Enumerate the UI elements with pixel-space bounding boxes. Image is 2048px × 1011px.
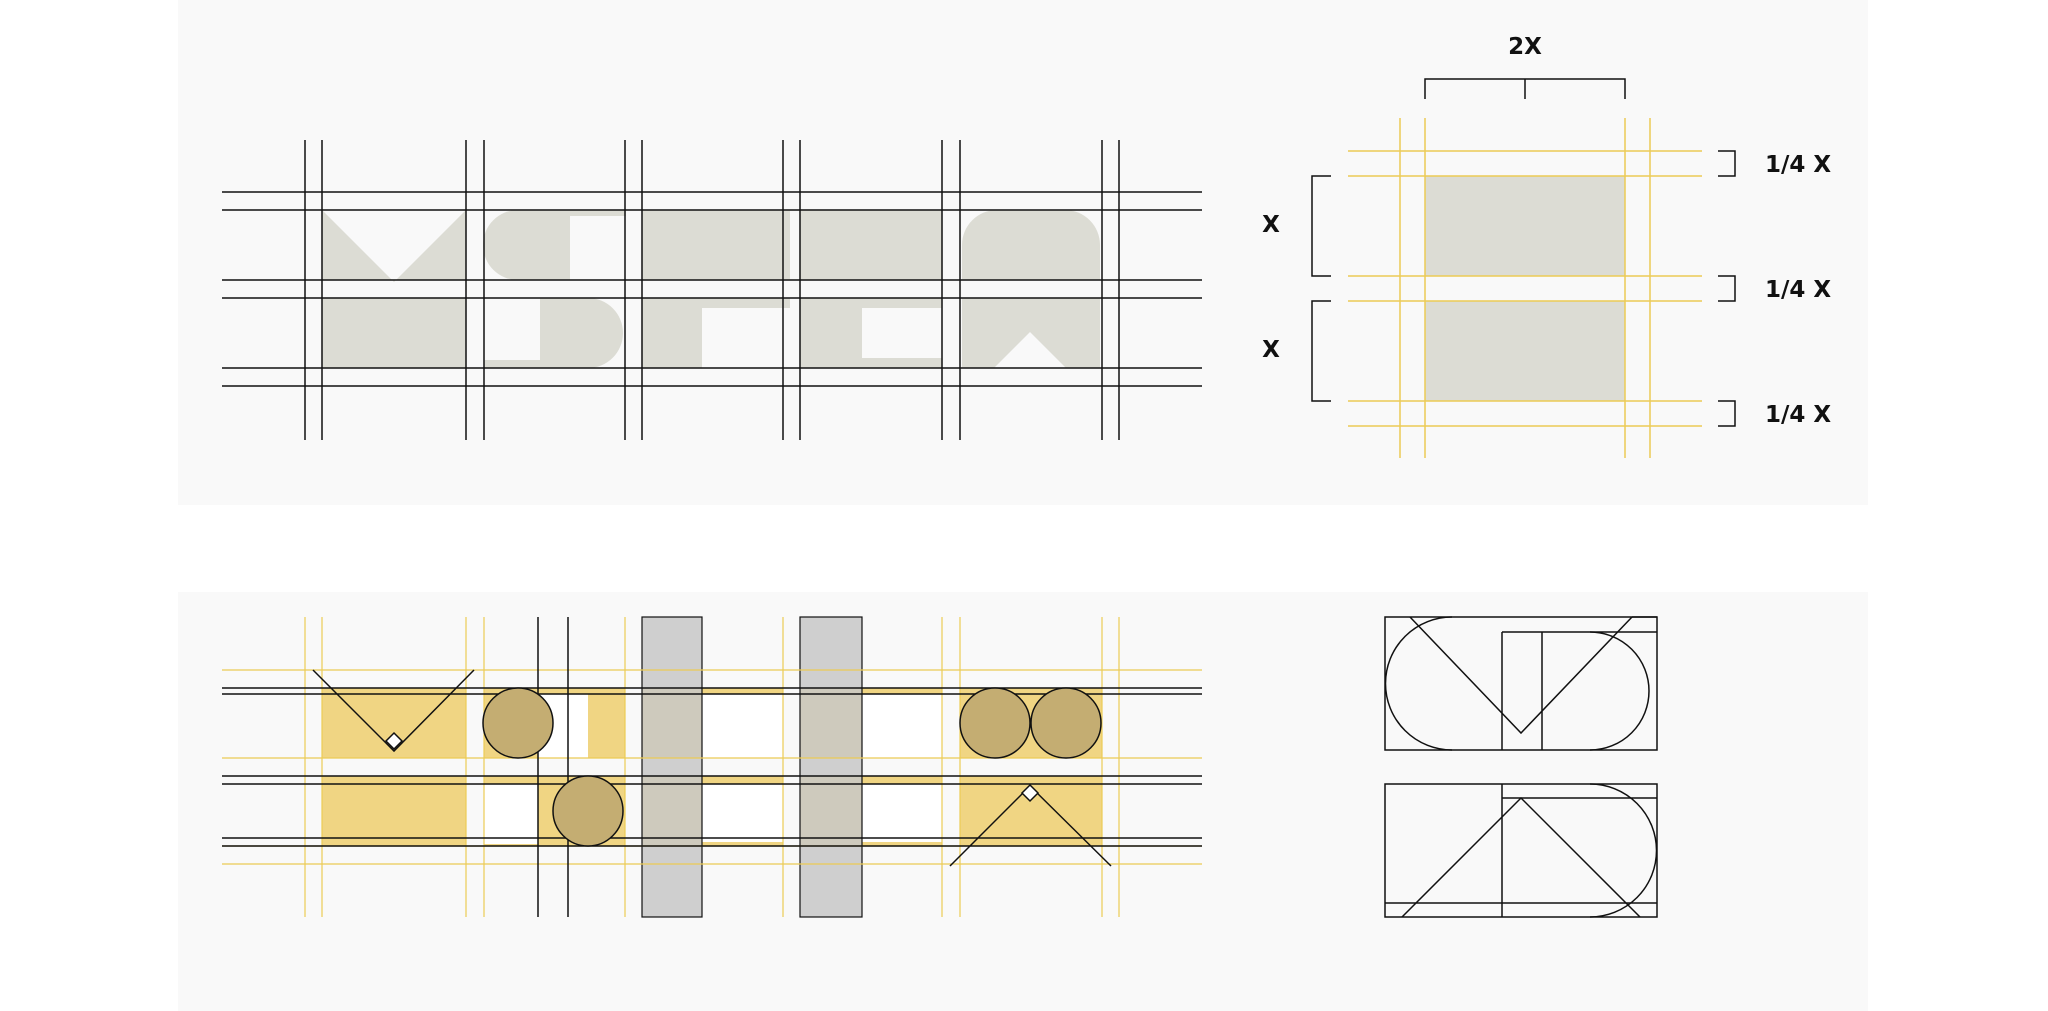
gap-bracket-top <box>1718 150 1736 177</box>
a-diamond <box>1020 783 1040 803</box>
glyph-e-bottom-left <box>800 298 862 368</box>
proportion-guides <box>1348 118 1702 458</box>
m-diamond <box>384 731 404 751</box>
glyph-e-bottom-bar <box>862 298 942 308</box>
m-chevron <box>312 669 475 753</box>
proportion-block-top <box>1425 176 1625 276</box>
height-bracket-top <box>1311 175 1331 277</box>
circle-a-left <box>959 687 1031 759</box>
grid-lines-horizontal <box>222 191 1202 387</box>
gap-bracket-middle <box>1718 275 1736 302</box>
glyph-m <box>322 210 466 282</box>
glyph-t-top <box>642 210 790 280</box>
height-label-top: X <box>1262 212 1280 238</box>
construction-diagonals <box>312 669 1112 867</box>
glyph-e-bottom-base <box>862 358 942 368</box>
monogram-top <box>1384 616 1658 751</box>
circle-s-top <box>482 687 554 759</box>
construction-detail <box>222 616 1202 918</box>
height-label-bottom: X <box>1262 337 1280 363</box>
glyph-s-top <box>483 210 570 280</box>
proportion-diagram: 2X X X 1/4 X 1/4 X 1/4 X <box>1262 34 1831 458</box>
monogram-bottom <box>1384 783 1658 918</box>
construction-columns <box>641 616 863 918</box>
circle-a-right <box>1030 687 1102 759</box>
gap-label-top: 1/4 X <box>1765 152 1831 178</box>
glyph-t-right <box>702 298 790 308</box>
grid-lines-vertical <box>304 140 1120 440</box>
width-label: 2X <box>1508 34 1542 60</box>
column-left <box>641 616 703 918</box>
glyph-t-stem <box>642 298 702 368</box>
logo-glyphs <box>322 210 1100 368</box>
monogram-outlines <box>1384 616 1658 918</box>
construction-lines-black <box>222 617 1202 917</box>
glyph-m-base <box>322 298 466 368</box>
glyph-e-top <box>800 210 942 280</box>
gap-label-bottom: 1/4 X <box>1765 402 1831 428</box>
glyph-s-top-right <box>570 210 626 216</box>
glyph-a-bottom <box>962 298 1100 368</box>
glyph-s-bottom <box>484 298 623 368</box>
construction-guides-yellow <box>222 617 1202 917</box>
gap-bracket-bottom <box>1718 400 1736 427</box>
construction-white-cutouts <box>484 694 942 844</box>
column-right <box>799 616 863 918</box>
circle-s-bottom <box>552 775 624 847</box>
dimension-brackets <box>1311 78 1736 427</box>
proportion-block-bottom <box>1425 301 1625 401</box>
construction-circles <box>482 687 1102 847</box>
height-bracket-bottom <box>1311 300 1331 402</box>
glyph-a-top <box>962 210 1100 280</box>
logo-grid-top <box>222 140 1202 440</box>
gap-label-middle: 1/4 X <box>1765 277 1831 303</box>
